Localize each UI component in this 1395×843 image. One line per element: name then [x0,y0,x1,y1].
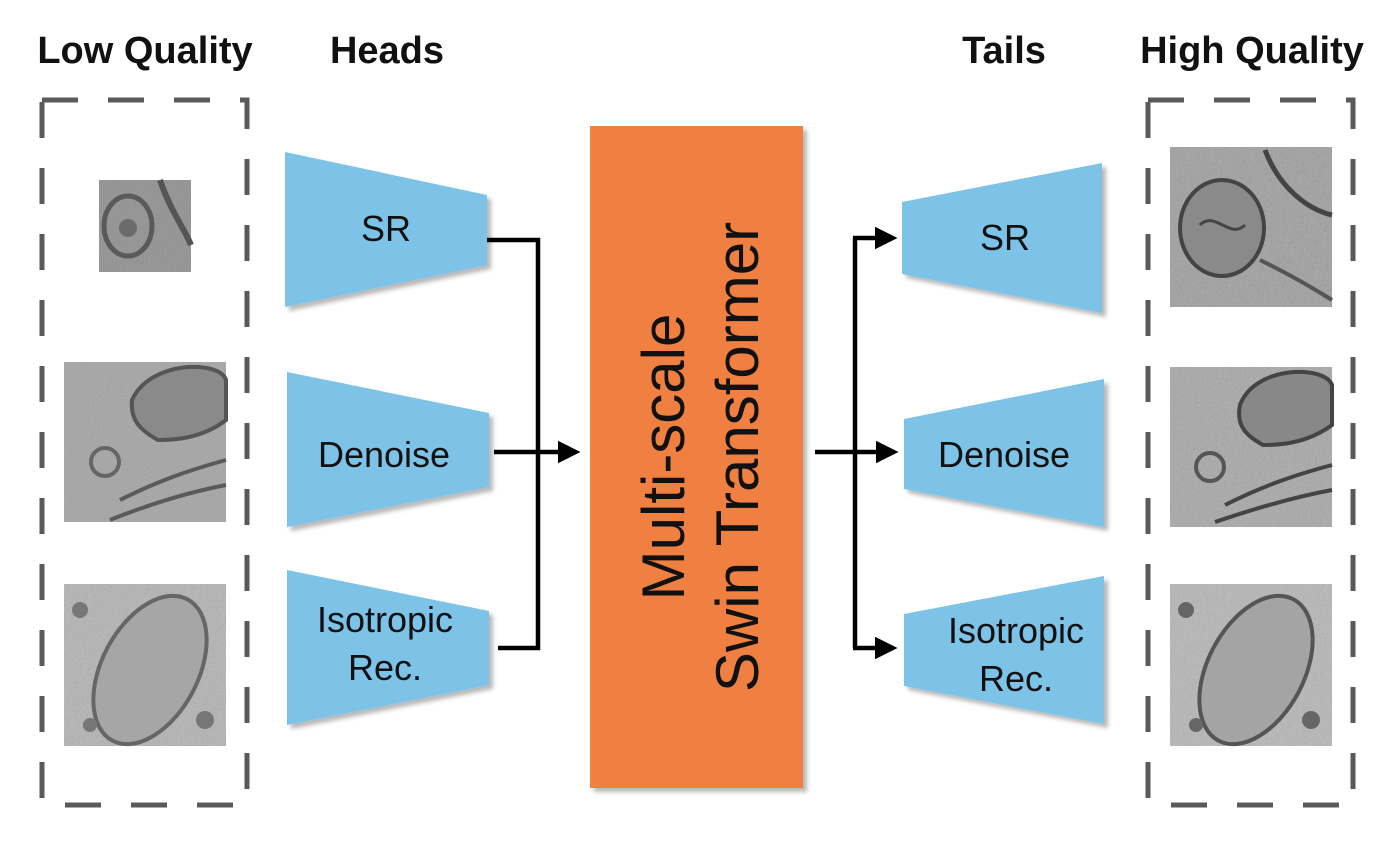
tail-sr-block: SR [902,163,1102,313]
low-quality-group-border [39,97,250,808]
tail-denoise-block: Denoise [904,379,1104,527]
high-quality-image-sr [1170,147,1334,307]
tails-header: Tails [962,30,1046,72]
high-quality-image-isotropic [1170,584,1332,747]
high-quality-header: High Quality [1140,30,1364,72]
core-label-line1: Multi-scale [630,314,697,601]
low-quality-image-denoise [64,362,228,522]
tail-sr-label: SR [980,217,1030,258]
low-quality-image-isotropic [64,584,226,747]
high-quality-group-border [1145,97,1356,808]
heads-header: Heads [330,30,444,72]
high-quality-image-denoise [1170,367,1334,527]
tail-denoise-label: Denoise [938,434,1070,475]
head-denoise-block: Denoise [287,372,489,527]
head-denoise-label: Denoise [318,434,450,475]
head-isotropic-block: Isotropic Rec. [287,570,489,725]
head-isotropic-label-line1: Isotropic [317,599,453,640]
tail-isotropic-label-line2: Rec. [979,658,1053,699]
head-sr-block: SR [285,152,487,307]
tail-isotropic-label-line1: Isotropic [948,610,1084,651]
tail-isotropic-block: Isotropic Rec. [904,576,1104,724]
core-label-line2: Swin Transformer [704,222,771,692]
head-isotropic-label-line2: Rec. [348,647,422,688]
heads-merge-connector [487,237,541,651]
low-quality-image-sr [99,179,194,272]
swin-transformer-block: Multi-scale Swin Transformer [590,126,803,788]
low-quality-header: Low Quality [37,30,252,72]
head-sr-label: SR [361,208,411,249]
